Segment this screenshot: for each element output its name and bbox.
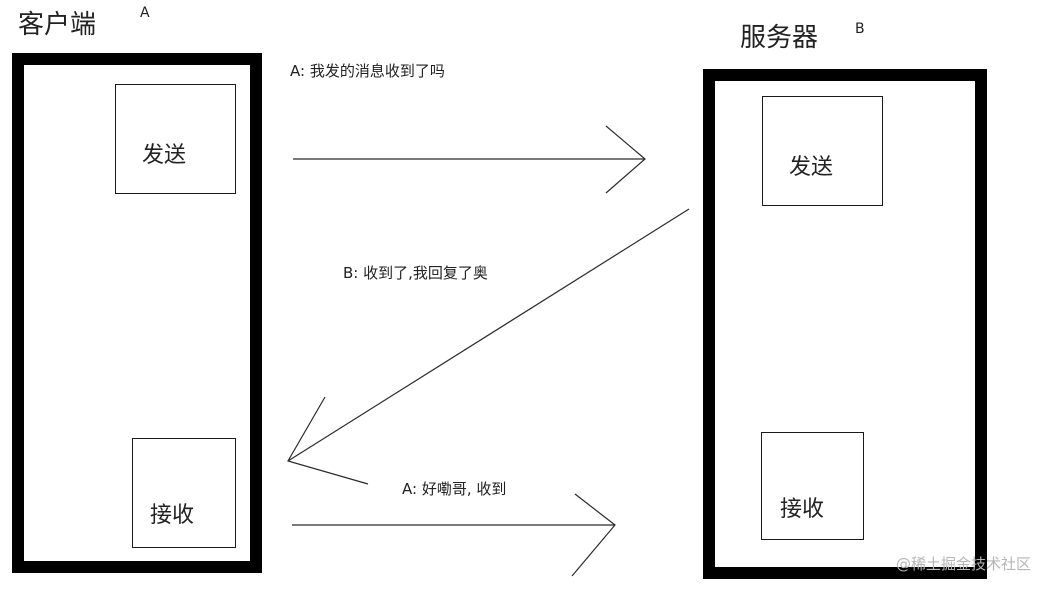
server-title: 服务器 [740, 23, 819, 53]
client-send-label: 发送 [142, 143, 187, 168]
server-tag: B [855, 21, 865, 37]
client-receive-label: 接收 [150, 503, 195, 528]
message-label-1: A: 我发的消息收到了吗 [290, 62, 445, 80]
client-send-box: 发送 [115, 84, 236, 194]
server-receive-label: 接收 [780, 497, 825, 522]
arrow-server-to-client [287, 208, 690, 485]
message-label-2: B: 收到了,我回复了奥 [343, 264, 488, 282]
client-receive-box: 接收 [132, 438, 236, 548]
server-receive-box: 接收 [761, 432, 864, 540]
client-title: 客户端 [18, 10, 97, 40]
watermark: @稀土掘金技术社区 [895, 555, 1031, 573]
arrow-client-to-server-1 [293, 125, 646, 194]
message-label-3: A: 好嘞哥, 收到 [402, 480, 507, 498]
server-send-label: 发送 [789, 155, 834, 180]
client-tag: A [140, 5, 150, 21]
server-send-box: 发送 [762, 96, 883, 206]
arrow-client-to-server-2 [292, 493, 616, 577]
